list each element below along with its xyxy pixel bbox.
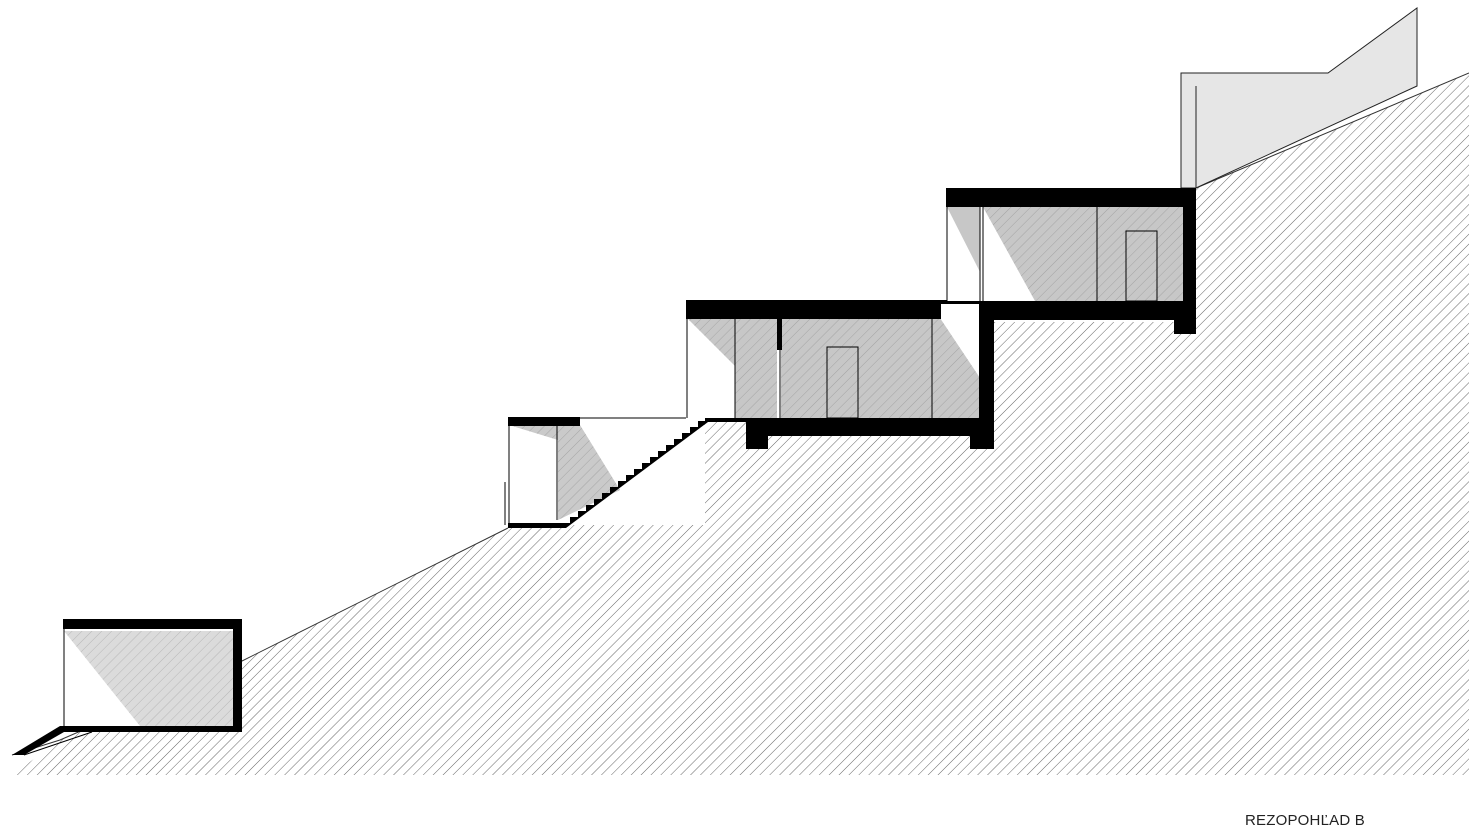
module-bottom: [12, 619, 242, 756]
terrain-surface-upper: [1195, 72, 1469, 189]
staircase: [560, 417, 746, 528]
module-stair: [504, 417, 746, 528]
terrain: [12, 73, 1469, 775]
drawing-caption: REZOPOHĽAD B: [1245, 812, 1365, 829]
module-middle: [686, 300, 994, 449]
module-top: [946, 188, 1196, 334]
